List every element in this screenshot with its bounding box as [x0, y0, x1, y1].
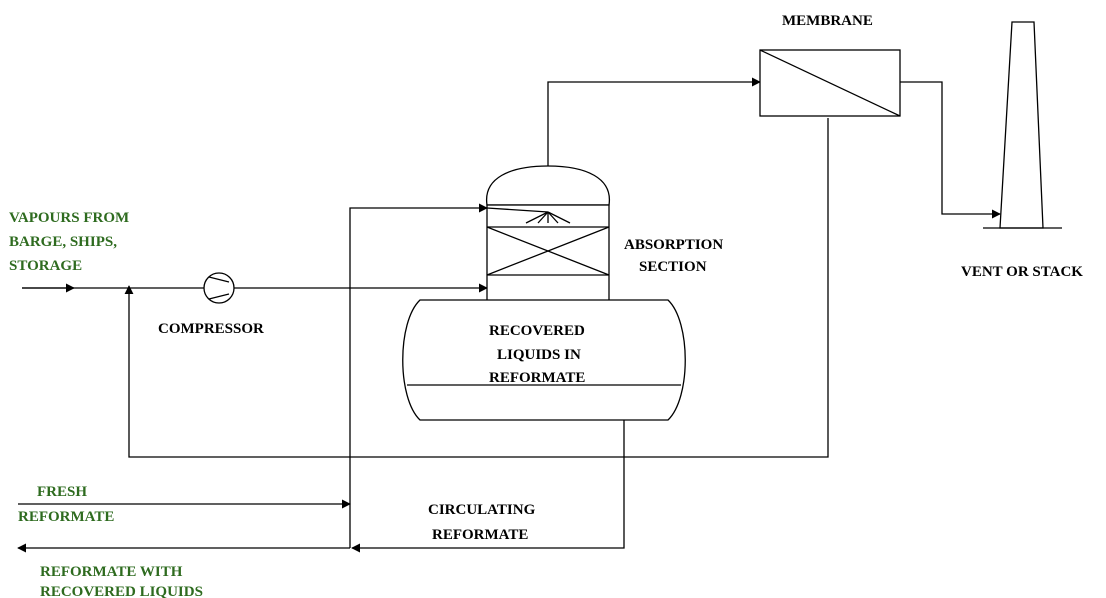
feed-label-line1: VAPOURS FROM — [9, 210, 129, 226]
tank-label-line2: LIQUIDS IN — [497, 347, 581, 363]
vent-stack — [999, 21, 1044, 229]
fresh-label-line1: FRESH — [37, 484, 87, 500]
compressor-icon — [203, 272, 235, 304]
vent-line — [900, 81, 1001, 219]
feed-label-line2: BARGE, SHIPS, — [9, 234, 117, 250]
compressor-label: COMPRESSOR — [158, 321, 264, 337]
membrane-label: MEMBRANE — [782, 13, 873, 29]
tank-label-line3: REFORMATE — [489, 370, 585, 386]
circulating-label-line2: REFORMATE — [432, 527, 528, 543]
vent-label: VENT OR STACK — [961, 264, 1083, 280]
membrane-recycle-line — [124, 118, 829, 458]
circulating-label-line1: CIRCULATING — [428, 502, 536, 518]
feed-label-line3: STORAGE — [9, 258, 82, 274]
packing-cross-b — [486, 226, 610, 276]
column-dome — [486, 165, 610, 206]
absorption-label-line2: SECTION — [639, 259, 707, 275]
fresh-label-line2: REFORMATE — [18, 509, 114, 525]
product-label-line1: REFORMATE WITH — [40, 564, 183, 580]
tank-label-line1: RECOVERED — [489, 323, 585, 339]
circulating-reformate-line — [351, 420, 625, 553]
product-label-line2: RECOVERED LIQUIDS — [40, 584, 203, 598]
reformate-to-column-line — [349, 203, 488, 548]
overhead-vapour-line — [547, 77, 761, 166]
membrane-divider — [759, 49, 901, 117]
spray-nozzle-icon — [486, 207, 571, 224]
absorption-label-line1: ABSORPTION — [624, 237, 723, 253]
reformate-tank — [402, 299, 686, 421]
